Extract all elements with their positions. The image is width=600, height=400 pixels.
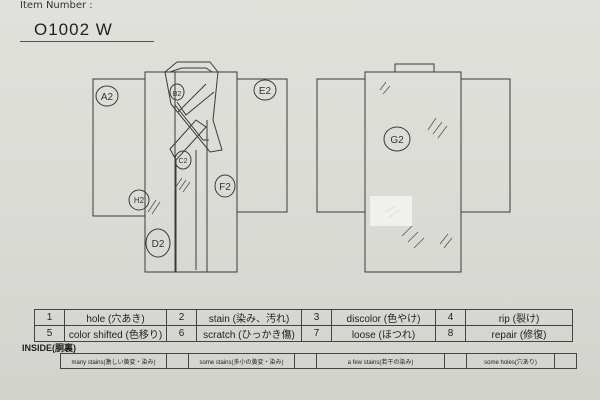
item-number-underline: [20, 41, 154, 42]
inside-option-text: many stains(激しい黄変・染み): [60, 353, 167, 369]
marker-circle-e2: [253, 79, 277, 101]
marker-label-d2: D2: [152, 239, 165, 250]
item-number-value: O1002 W: [34, 20, 113, 39]
marker-circle-c2: [174, 150, 192, 170]
marker-circle-b2: [169, 83, 185, 101]
marker-circle-d2: [145, 228, 171, 258]
legend-row: 1 hole (穴あき) 2 stain (染み、汚れ) 3 discolor …: [34, 309, 573, 326]
defect-legend-table: 1 hole (穴あき) 2 stain (染み、汚れ) 3 discolor …: [34, 309, 573, 342]
inside-checkbox: [554, 353, 577, 369]
marker-label-g2: G2: [390, 135, 404, 146]
inside-label: INSIDE(胴裏): [22, 343, 77, 353]
inside-row: many stains(激しい黄変・染み) some stains(多小の黄変・…: [60, 353, 577, 369]
back-kimono-outline: [316, 63, 511, 273]
legend-text: scratch (ひっかき傷): [196, 325, 302, 342]
kimono-diagrams: A2 B2 C2 D2 E2 F2 H2 G2: [92, 61, 511, 273]
legend-text: stain (染み、汚れ): [196, 309, 302, 326]
marker-circle-g2: [383, 126, 411, 152]
inside-option-text: a few stains(若干の染み): [316, 353, 445, 369]
legend-text: repair (修復): [465, 325, 573, 342]
marker-circle-f2: [214, 174, 236, 198]
legend-number: 4: [435, 309, 466, 326]
legend-row: 5 color shifted (色移り) 6 scratch (ひっかき傷) …: [34, 325, 573, 342]
legend-number: 6: [166, 325, 197, 342]
marker-label-h2: H2: [134, 196, 145, 205]
inside-condition-table: many stains(激しい黄変・染み) some stains(多小の黄変・…: [60, 353, 577, 369]
inside-checkbox: [294, 353, 317, 369]
marker-circle-a2: [95, 85, 119, 107]
front-kimono-outline: [92, 61, 288, 273]
marker-circle-h2: [128, 189, 150, 211]
legend-text: discolor (色やけ): [331, 309, 436, 326]
inside-checkbox: [444, 353, 467, 369]
inside-option-text: some holes(穴あり): [466, 353, 555, 369]
tape-patch: [370, 196, 412, 226]
legend-text: color shifted (色移り): [64, 325, 167, 342]
legend-number: 8: [435, 325, 466, 342]
legend-number: 7: [301, 325, 332, 342]
item-number-label: Item Number :: [20, 0, 93, 11]
marker-label-f2: F2: [219, 182, 231, 193]
marker-label-a2: A2: [101, 92, 114, 103]
marker-label-e2: E2: [259, 86, 272, 97]
inside-option-text: some stains(多小の黄変・染み): [188, 353, 295, 369]
marker-label-c2: C2: [179, 158, 188, 165]
legend-number: 3: [301, 309, 332, 326]
legend-text: hole (穴あき): [64, 309, 167, 326]
legend-number: 2: [166, 309, 197, 326]
legend-text: rip (裂け): [465, 309, 573, 326]
marker-label-b2: B2: [173, 91, 182, 98]
legend-text: loose (ほつれ): [331, 325, 436, 342]
legend-number: 1: [34, 309, 65, 326]
inside-checkbox: [166, 353, 189, 369]
legend-number: 5: [34, 325, 65, 342]
